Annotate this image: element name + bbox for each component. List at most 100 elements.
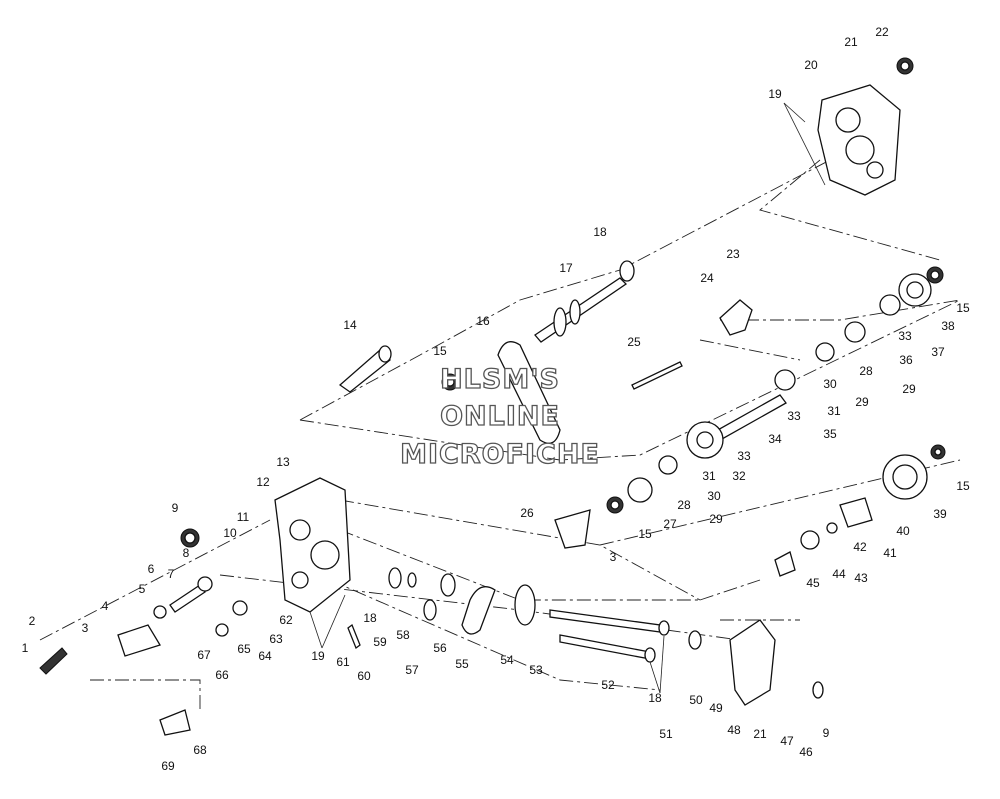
callout-c18a: 18: [593, 225, 607, 239]
leader-lines: [309, 102, 826, 694]
shaft-14: [338, 345, 392, 393]
callout-c11: 11: [237, 510, 250, 524]
callout-c49: 49: [709, 701, 723, 715]
callout-c34: 34: [768, 432, 782, 446]
bottom-parts: [159, 567, 824, 736]
callout-c36: 36: [899, 353, 913, 367]
callout-c27: 27: [663, 517, 677, 531]
callout-c29c: 29: [709, 512, 723, 526]
callout-c4: 4: [102, 599, 109, 613]
watermark-line-2: ONLINE: [440, 401, 560, 432]
callout-c20: 20: [804, 58, 818, 72]
callout-c14: 14: [343, 318, 357, 332]
callout-c5: 5: [139, 582, 146, 596]
callout-c13: 13: [276, 455, 290, 469]
callout-c65: 65: [237, 642, 251, 656]
right-cover: [817, 57, 914, 196]
callout-c26: 26: [520, 506, 534, 520]
callout-c47: 47: [780, 734, 794, 748]
chain: [497, 341, 561, 444]
callout-c50: 50: [689, 693, 703, 707]
bearing-15: [441, 373, 459, 391]
callout-c16: 16: [476, 314, 490, 328]
callout-c46: 46: [799, 745, 813, 759]
callout-c62: 62: [279, 613, 293, 627]
callout-c32: 32: [732, 469, 746, 483]
callout-c53: 53: [529, 663, 543, 677]
callout-c40: 40: [896, 524, 910, 538]
callout-c51: 51: [659, 727, 673, 741]
callout-c18b: 18: [363, 611, 377, 625]
callout-c9: 9: [172, 501, 179, 515]
shift-fork: [719, 299, 753, 336]
watermark-line-3: MICROFICHE: [400, 439, 600, 470]
callout-c22: 22: [875, 25, 889, 39]
callout-c24: 24: [700, 271, 714, 285]
callout-c66: 66: [215, 668, 229, 682]
callout-c15c: 15: [638, 527, 652, 541]
callout-c61: 61: [336, 655, 350, 669]
callout-c38: 38: [941, 319, 955, 333]
callout-c48: 48: [727, 723, 741, 737]
callout-c17: 17: [559, 261, 573, 275]
shift-rod: [631, 361, 683, 390]
callout-c19b: 19: [311, 649, 325, 663]
callout-c29a: 29: [902, 382, 916, 396]
callout-c63: 63: [269, 632, 283, 646]
callout-c60: 60: [357, 669, 371, 683]
callout-c33c: 33: [737, 449, 751, 463]
callout-c41: 41: [883, 546, 897, 560]
output-gear-train: [774, 444, 946, 577]
callout-c9b: 9: [823, 726, 830, 740]
assembly-guides: [39, 159, 961, 710]
callout-c2: 2: [29, 614, 36, 628]
callout-c58: 58: [396, 628, 410, 642]
watermark-line-1: HLSM'S: [440, 364, 560, 395]
callout-c15d: 15: [956, 479, 970, 493]
callout-c15b: 15: [956, 301, 970, 315]
callout-c43: 43: [854, 571, 868, 585]
callout-c69: 69: [161, 759, 175, 773]
callout-c45: 45: [806, 576, 820, 590]
main-housing: [274, 477, 351, 613]
callout-c28b: 28: [677, 498, 691, 512]
callout-c44: 44: [832, 567, 846, 581]
callout-c67: 67: [197, 648, 211, 662]
callout-c6: 6: [148, 562, 155, 576]
callout-c39: 39: [933, 507, 947, 521]
callout-c7: 7: [168, 567, 175, 581]
callout-c64: 64: [258, 649, 272, 663]
callout-c1: 1: [22, 641, 29, 655]
callout-c18c: 18: [648, 691, 662, 705]
left-small-parts: [39, 528, 248, 675]
callout-c23: 23: [726, 247, 740, 261]
callout-c12: 12: [256, 475, 270, 489]
callout-c59: 59: [373, 635, 387, 649]
callout-c68: 68: [193, 743, 207, 757]
callout-c33b: 33: [787, 409, 801, 423]
watermark: HLSM'S ONLINE MICROFICHE: [399, 363, 600, 470]
main-gear-train: [606, 266, 944, 514]
bracket-26: [554, 509, 591, 549]
callout-c30b: 30: [707, 489, 721, 503]
callout-c19a: 19: [768, 87, 782, 101]
callout-c10: 10: [223, 526, 237, 540]
callout-c42: 42: [853, 540, 867, 554]
callout-c55: 55: [455, 657, 469, 671]
callout-c21a: 21: [844, 35, 858, 49]
callout-c3b: 3: [610, 550, 617, 564]
callout-c56: 56: [433, 641, 447, 655]
callout-c52: 52: [601, 678, 615, 692]
callout-c30a: 30: [823, 377, 837, 391]
callout-c54: 54: [500, 653, 514, 667]
callout-c37: 37: [931, 345, 945, 359]
callout-c29b: 29: [855, 395, 869, 409]
upper-shaft: [534, 260, 635, 343]
callout-c33a: 33: [898, 329, 912, 343]
callout-c8: 8: [183, 546, 190, 560]
callout-c35: 35: [823, 427, 837, 441]
callout-c28a: 28: [859, 364, 873, 378]
callout-c25: 25: [627, 335, 641, 349]
